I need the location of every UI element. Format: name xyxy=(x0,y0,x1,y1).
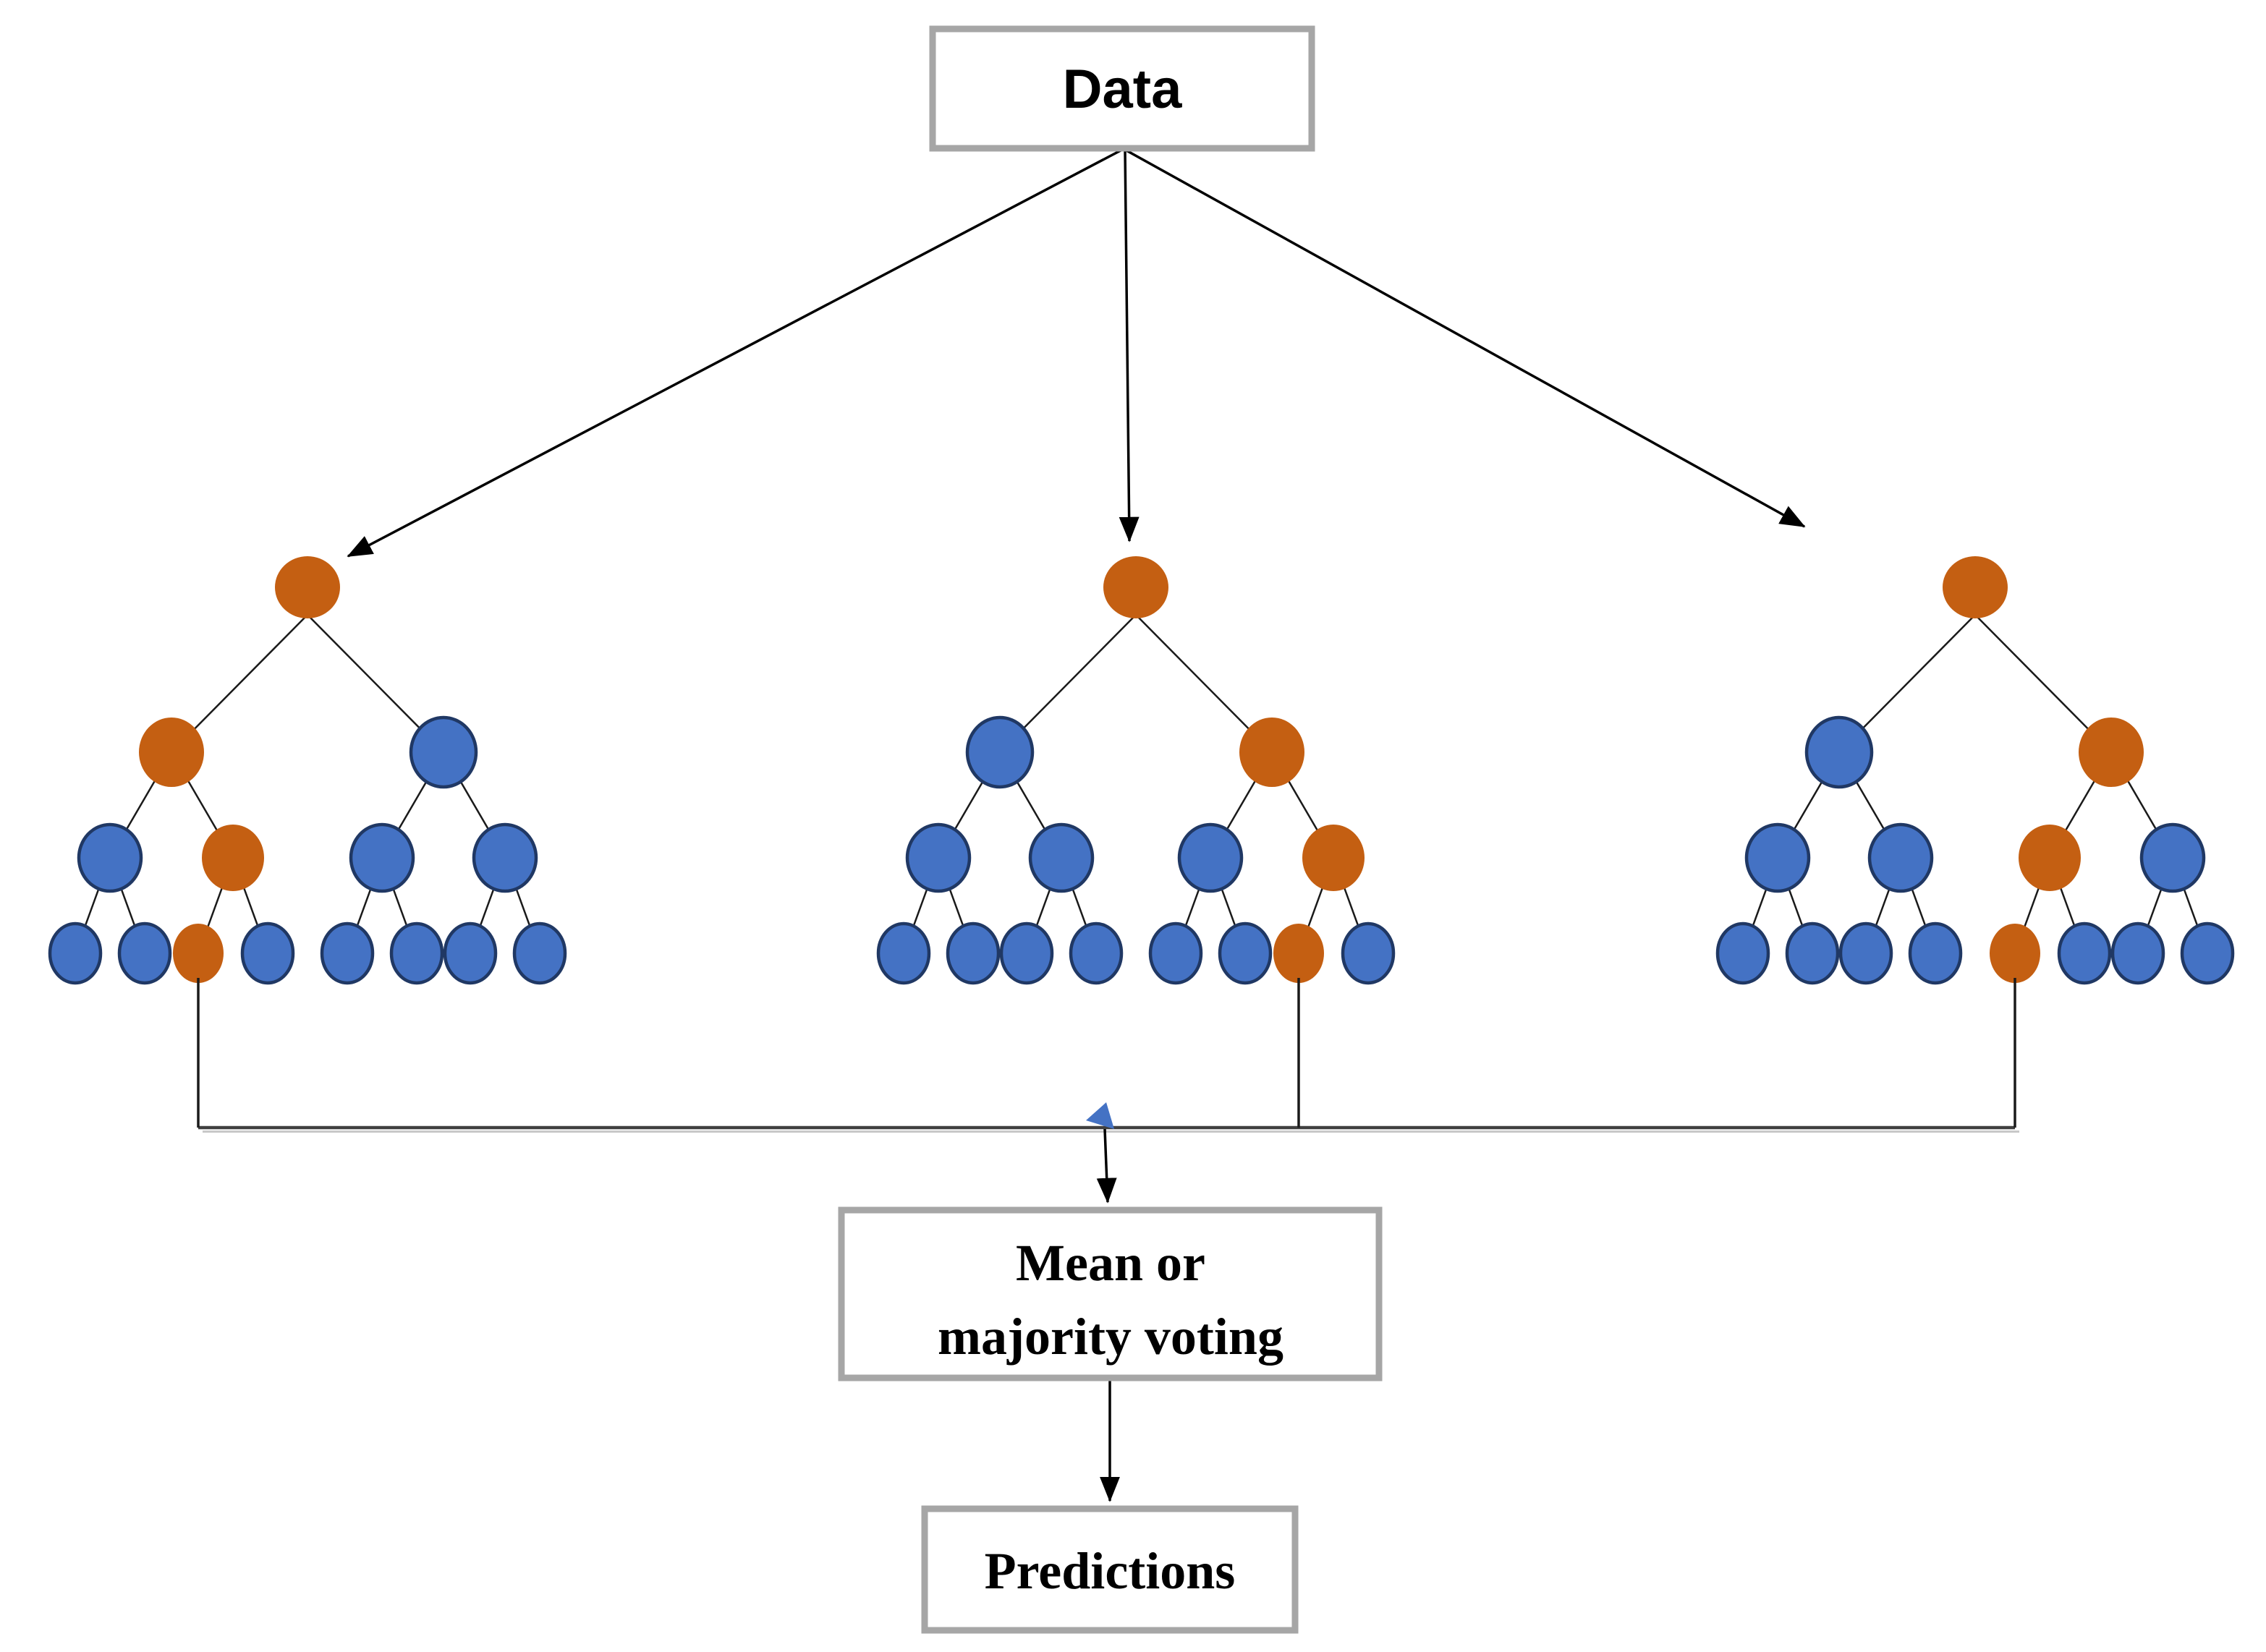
tree-2-level3-node-0 xyxy=(905,822,972,893)
tree-3-level3-node-3 xyxy=(2139,822,2206,893)
tree-1-level3-node-3 xyxy=(472,822,538,893)
tree-2-leaf-node-2 xyxy=(999,921,1054,985)
tree-3-leaf-node-5 xyxy=(2057,921,2112,985)
tree-1-leaf-node-1 xyxy=(117,921,172,985)
tree-1-level3-node-2 xyxy=(349,822,415,893)
tree-3-level2-node-0 xyxy=(1804,715,1874,789)
arrow-data-to-tree-1 xyxy=(347,148,1123,558)
data-box: Data xyxy=(929,25,1315,152)
tree-3-level3-node-0 xyxy=(1744,822,1811,893)
output-box-label: Predictions xyxy=(985,1542,1236,1600)
tree-1-leaf-node-7 xyxy=(512,921,567,985)
tree-2-leaf-node-7 xyxy=(1341,921,1396,985)
tree-1 xyxy=(48,556,567,985)
tree-2-leaf-node-6 xyxy=(1273,924,1324,983)
tree-1-leaf-node-6 xyxy=(443,921,498,985)
tree-2-level3-node-3 xyxy=(1302,825,1365,891)
arrow-collector-to-aggregate xyxy=(1096,1128,1117,1204)
tree-1-level3-node-0 xyxy=(77,822,143,893)
tree-1-root-node xyxy=(275,556,340,618)
tree-1-leaf-node-0 xyxy=(48,921,103,985)
data-box-label: Data xyxy=(1063,59,1182,120)
tree-2-root-node xyxy=(1103,556,1168,618)
tree-3-root-node xyxy=(1943,556,2008,618)
tree-3-level2-node-1 xyxy=(2079,718,2144,787)
data-arrows xyxy=(347,148,1806,558)
tree-1-level2-node-0 xyxy=(139,718,204,787)
tree-2-leaf-node-4 xyxy=(1148,921,1203,985)
tree-3-leaf-node-6 xyxy=(2110,921,2165,985)
arrow-data-to-tree-2 xyxy=(1119,149,1140,542)
collector-line-layer xyxy=(197,978,2019,1133)
tree-3-leaf-node-0 xyxy=(1715,921,1770,985)
output-box: Predictions xyxy=(921,1505,1299,1634)
tree-3 xyxy=(1715,556,2235,985)
tree-3-level3-node-1 xyxy=(1867,822,1934,893)
tree-2-level2-node-1 xyxy=(1239,718,1304,787)
tree-1-leaf-node-3 xyxy=(240,921,295,985)
junction-blue-triangle-icon xyxy=(1086,1102,1114,1129)
tree-3-leaf-node-2 xyxy=(1838,921,1893,985)
tree-3-leaf-node-1 xyxy=(1785,921,1840,985)
junction-arrow xyxy=(1086,1102,1117,1204)
tree-1-leaf-node-5 xyxy=(389,921,444,985)
output-box-frame xyxy=(921,1505,1299,1634)
tree-1-level2-node-1 xyxy=(409,715,478,789)
tree-1-level3-node-1 xyxy=(202,825,264,891)
tree-2-level3-node-1 xyxy=(1028,822,1095,893)
aggregate-box-label-line1: Mean or xyxy=(1016,1234,1205,1292)
tree-2-leaf-node-3 xyxy=(1069,921,1124,985)
tree-2-leaf-node-5 xyxy=(1218,921,1273,985)
tree-3-level3-node-2 xyxy=(2019,825,2081,891)
tree-2-leaf-node-0 xyxy=(876,921,931,985)
tree-2-level2-node-0 xyxy=(965,715,1035,789)
tree-1-leaf-node-2 xyxy=(173,924,224,983)
tree-3-leaf-node-7 xyxy=(2180,921,2235,985)
aggregate-box-label-line2: majority voting xyxy=(938,1308,1283,1366)
data-box-frame xyxy=(929,25,1315,152)
tree-2-leaf-node-1 xyxy=(946,921,1001,985)
arrow-data-to-tree-3 xyxy=(1124,148,1806,528)
tree-3-leaf-node-4 xyxy=(1990,924,2040,983)
tree-3-leaf-node-3 xyxy=(1908,921,1963,985)
aggregate-box: Mean or majority voting xyxy=(838,1206,1383,1381)
tree-2 xyxy=(876,556,1396,985)
tree-2-level3-node-2 xyxy=(1177,822,1244,893)
trees-layer xyxy=(48,556,2235,985)
tree-1-leaf-node-4 xyxy=(320,921,375,985)
aggregate-box-frame xyxy=(838,1206,1383,1381)
